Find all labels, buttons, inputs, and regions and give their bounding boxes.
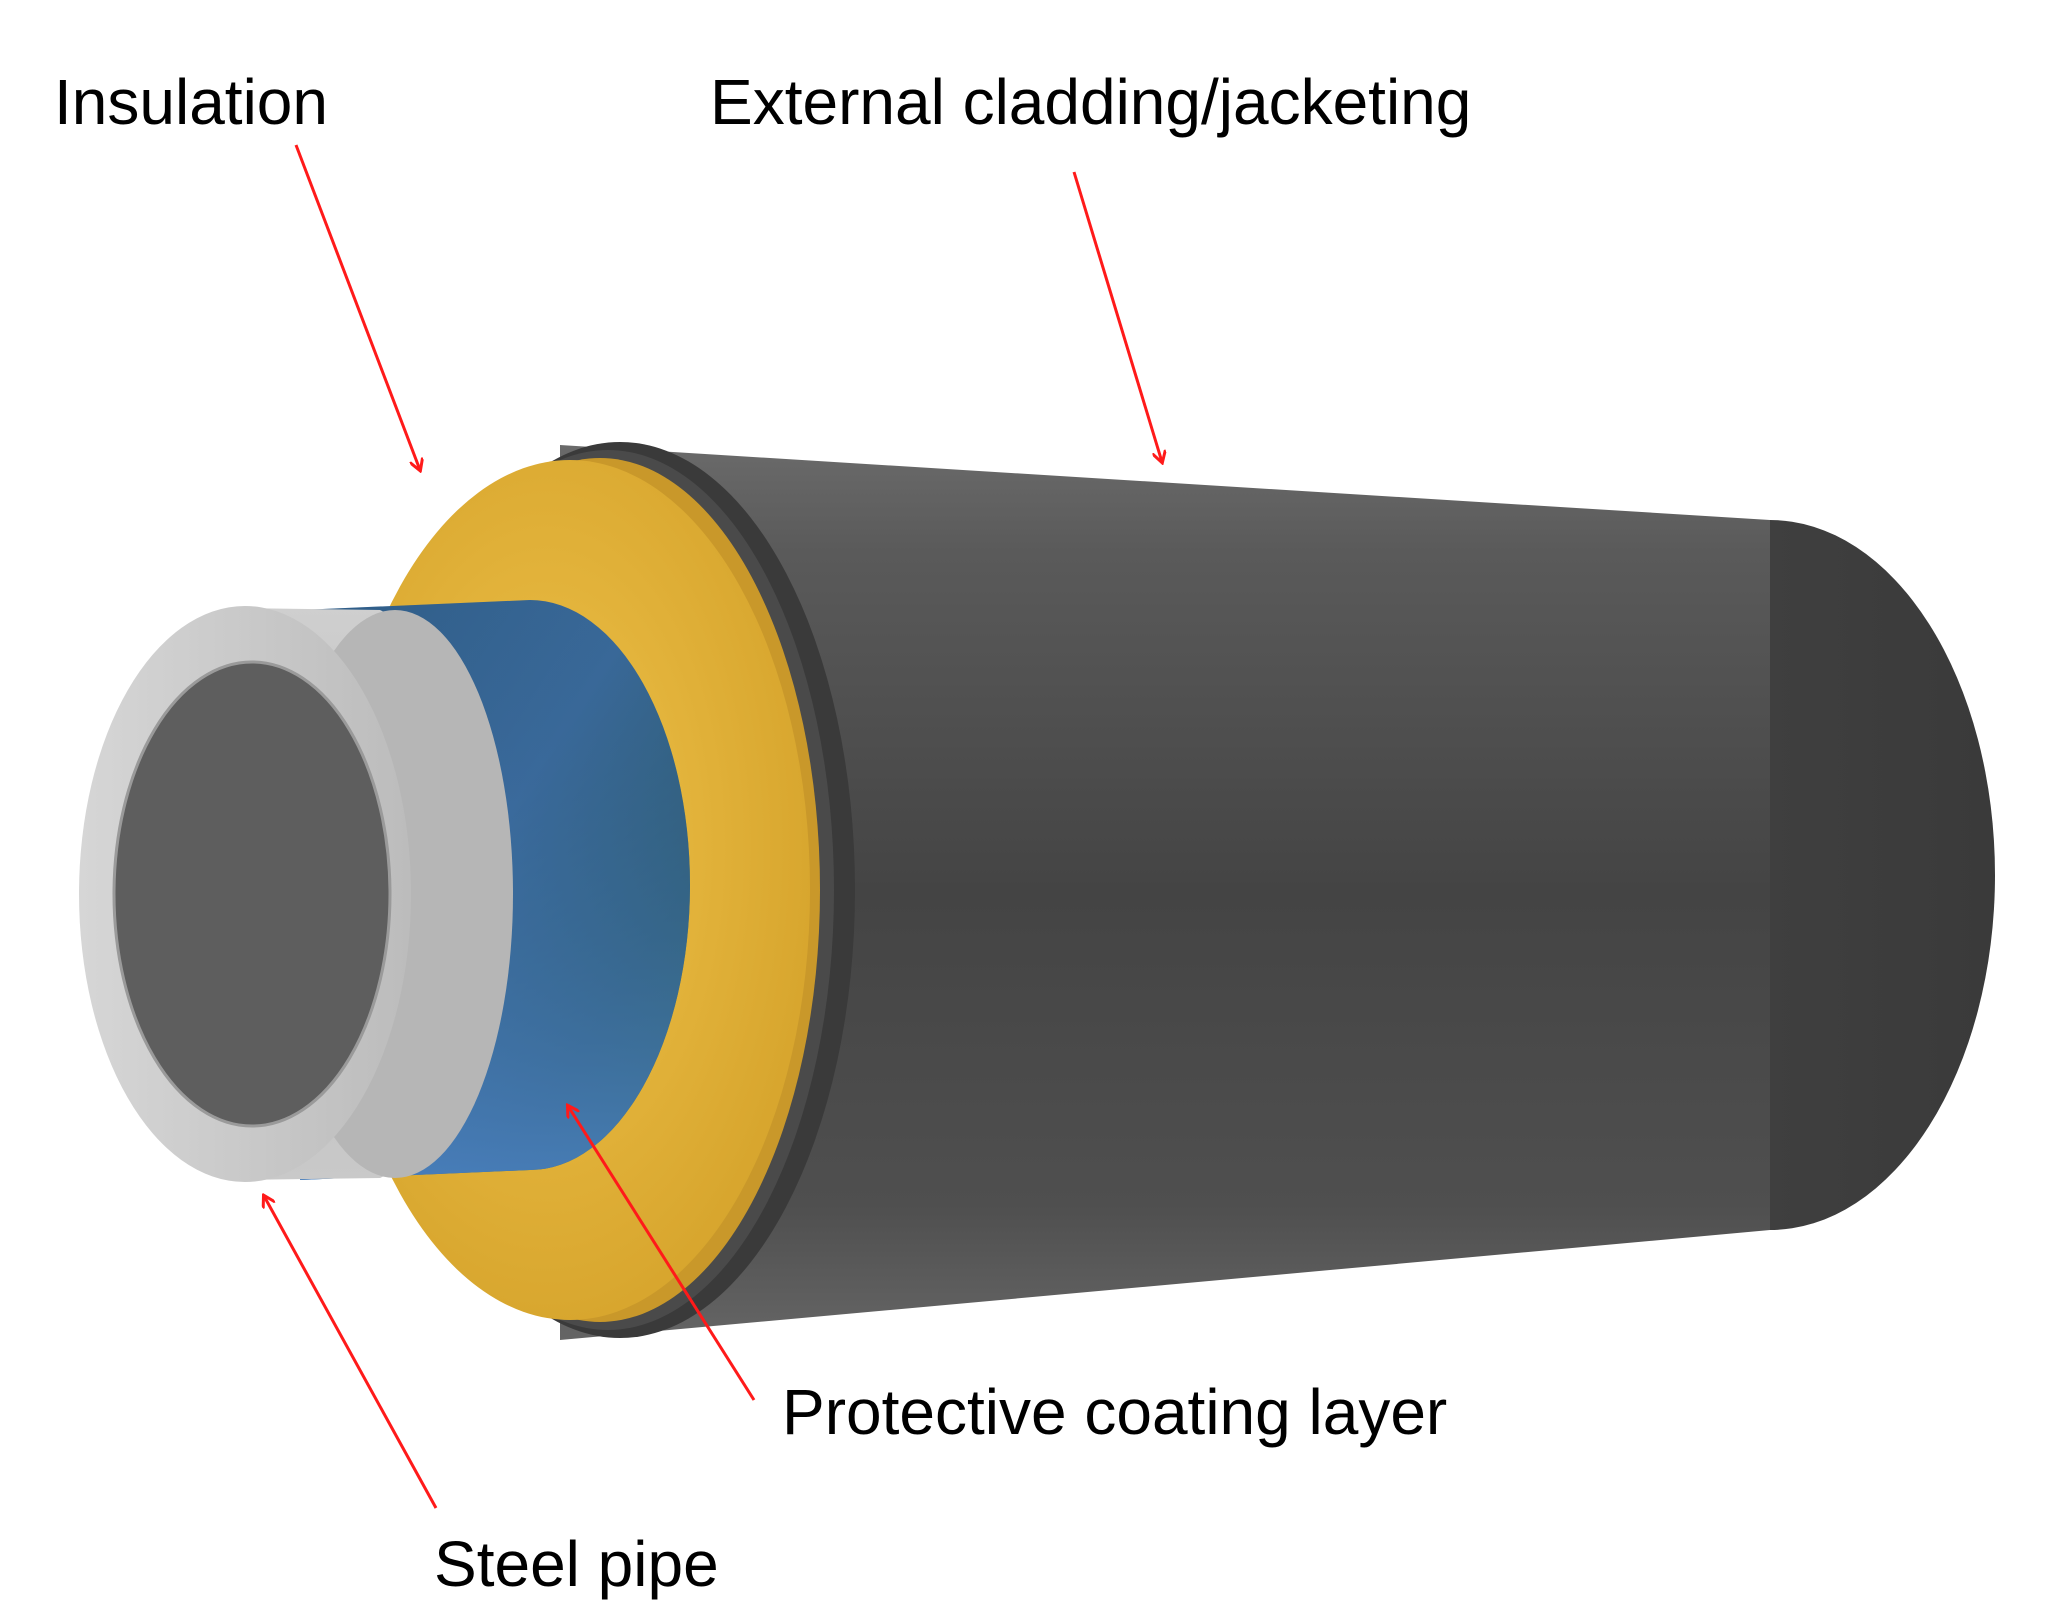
steel-pipe-bore-edge — [112, 660, 392, 1128]
protective-coating-label: Protective coating layer — [782, 1376, 1448, 1448]
protective-coating-arrow — [568, 1106, 756, 1401]
steel-pipe-arrow — [264, 1196, 438, 1509]
steel-pipe-bore — [114, 662, 390, 1126]
steel-pipe-label: Steel pipe — [434, 1528, 719, 1600]
jacket-body — [560, 445, 1770, 1340]
external-cladding-arrow — [1072, 171, 1162, 462]
insulation-arrow — [294, 144, 420, 470]
external-cladding-label: External cladding/jacketing — [710, 66, 1472, 138]
steel-pipe — [79, 606, 513, 1182]
insulation-label: Insulation — [54, 66, 328, 138]
